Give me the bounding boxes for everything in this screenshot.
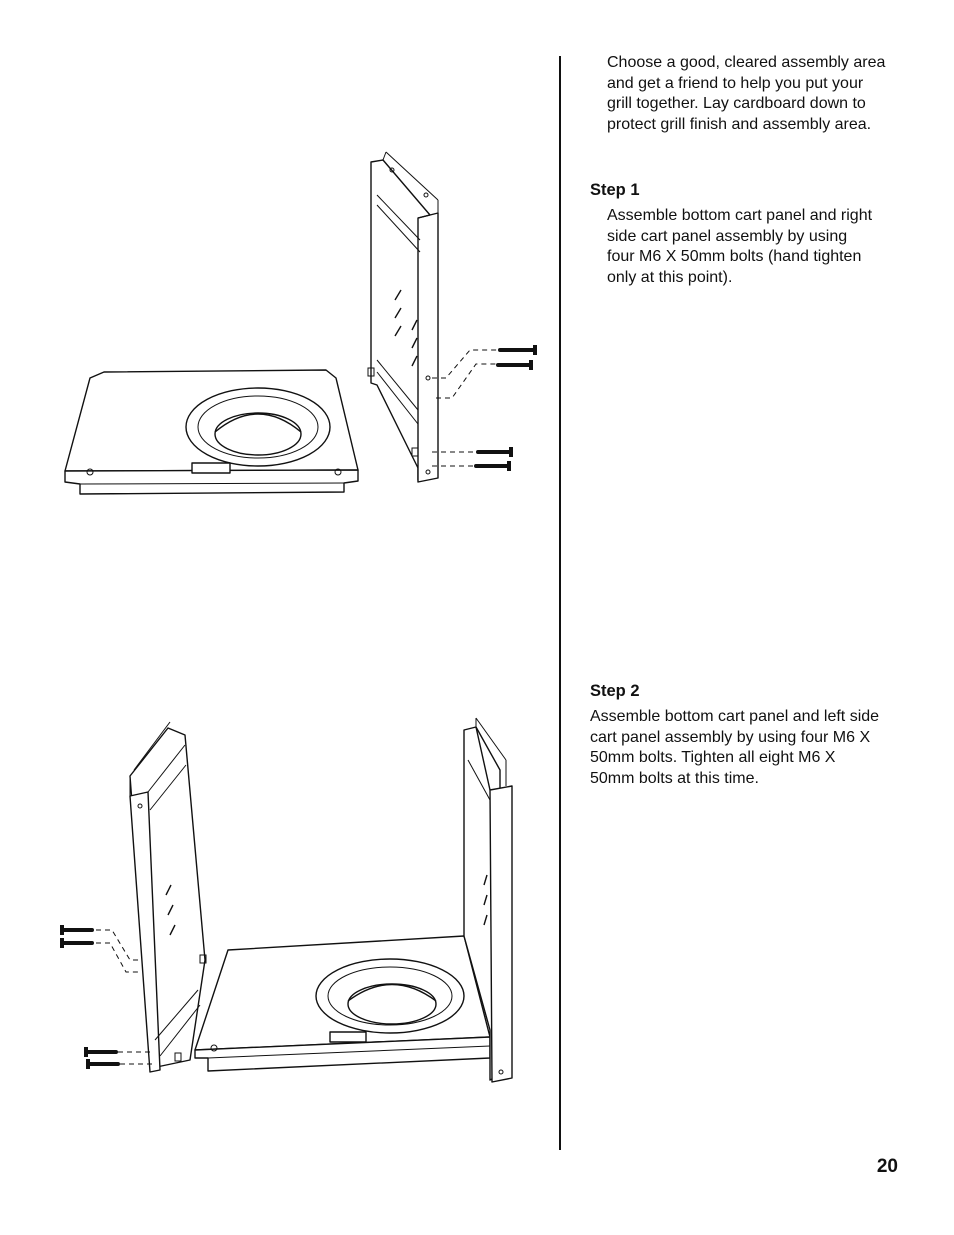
- step2-bolts: [60, 925, 152, 1069]
- step1-heading: Step 1: [590, 181, 640, 199]
- step2-instructions: Assemble bottom cart panel and left side…: [590, 708, 880, 787]
- intro-paragraph: Choose a good, cleared assembly area and…: [607, 54, 886, 133]
- step1-right-side-cart-panel: [367, 151, 439, 483]
- step2-heading: Step 2: [590, 682, 640, 700]
- step1-bottom-cart-panel: [64, 369, 359, 495]
- page-number: 20: [876, 1156, 898, 1177]
- assembly-illustrations: [60, 151, 537, 1083]
- step2-bottom-cart-panel: [194, 935, 491, 1072]
- step1-bolts: [432, 345, 537, 471]
- step2-left-side-cart-panel: [129, 721, 207, 1073]
- step1-instructions: Assemble bottom cart panel and right sid…: [607, 207, 873, 286]
- column-divider: [559, 56, 561, 1150]
- step2-right-side-cart-panel: [463, 717, 513, 1083]
